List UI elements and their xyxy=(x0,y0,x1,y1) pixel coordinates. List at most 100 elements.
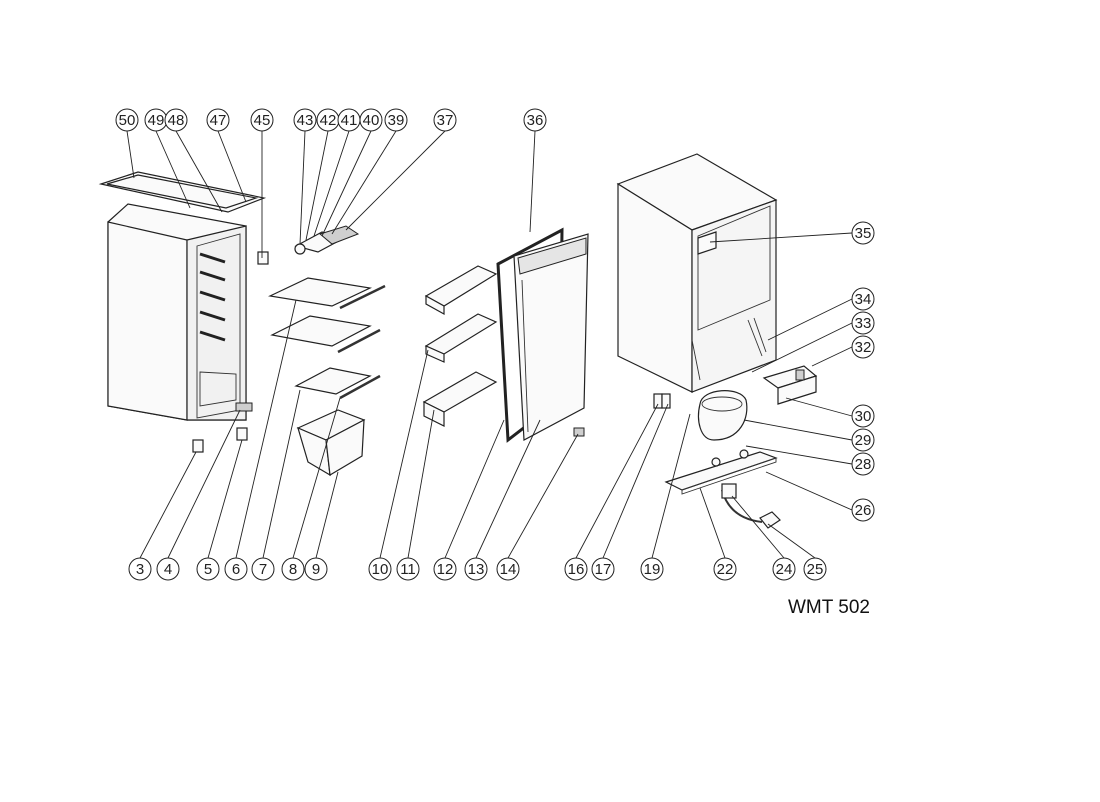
callout-circle xyxy=(803,557,827,581)
callout-circle xyxy=(851,404,875,428)
callout-number: 42 xyxy=(320,112,337,129)
callout-16: 16 xyxy=(564,557,588,581)
callout-number: 9 xyxy=(312,561,320,578)
power-cord xyxy=(721,483,781,529)
callout-14: 14 xyxy=(496,557,520,581)
callout-number: 36 xyxy=(527,112,544,129)
callout-35: 35 xyxy=(851,221,875,245)
callout-5: 5 xyxy=(196,557,220,581)
callout-13: 13 xyxy=(464,557,488,581)
callout-number: 11 xyxy=(400,561,416,578)
callout-circle xyxy=(496,557,520,581)
callout-12: 12 xyxy=(433,557,457,581)
callout-29: 29 xyxy=(851,428,875,452)
callout-number: 37 xyxy=(437,112,454,129)
callout-33: 33 xyxy=(851,311,875,335)
callout-circle xyxy=(523,108,547,132)
callout-22: 22 xyxy=(713,557,737,581)
callout-number: 48 xyxy=(168,112,185,129)
callout-7: 7 xyxy=(251,557,275,581)
callout-number: 16 xyxy=(568,561,585,578)
callout-circle xyxy=(156,557,180,581)
callout-49: 49 xyxy=(144,108,168,132)
callout-47: 47 xyxy=(206,108,230,132)
callout-circle xyxy=(713,557,737,581)
callout-number: 45 xyxy=(254,112,271,129)
callout-circle xyxy=(564,557,588,581)
callout-4: 4 xyxy=(156,557,180,581)
callout-number: 29 xyxy=(855,432,872,449)
callout-circle xyxy=(464,557,488,581)
callout-circle xyxy=(384,108,408,132)
callout-number: 8 xyxy=(289,561,297,578)
base-plate xyxy=(664,449,778,495)
callout-circle xyxy=(851,498,875,522)
callout-circle xyxy=(368,557,392,581)
callout-number: 10 xyxy=(372,561,389,578)
callout-circle xyxy=(772,557,796,581)
callout-39: 39 xyxy=(384,108,408,132)
thermostat-assembly xyxy=(257,225,360,265)
callout-25: 25 xyxy=(803,557,827,581)
callout-number: 24 xyxy=(776,561,793,578)
callout-19: 19 xyxy=(640,557,664,581)
callout-circle xyxy=(851,287,875,311)
callout-circle xyxy=(851,311,875,335)
callout-34: 34 xyxy=(851,287,875,311)
callout-number: 28 xyxy=(855,456,872,473)
callout-11: 11 xyxy=(396,557,420,581)
callout-number: 12 xyxy=(437,561,454,578)
callout-number: 32 xyxy=(855,339,872,356)
callout-number: 41 xyxy=(341,112,358,129)
callout-number: 43 xyxy=(297,112,314,129)
callout-circle xyxy=(164,108,188,132)
callout-circle xyxy=(304,557,328,581)
callout-number: 7 xyxy=(259,561,267,578)
callout-17: 17 xyxy=(591,557,615,581)
callout-circle xyxy=(433,557,457,581)
callout-9: 9 xyxy=(304,557,328,581)
callout-48: 48 xyxy=(164,108,188,132)
callout-number: 13 xyxy=(468,561,485,578)
compressor-bracket xyxy=(762,365,818,405)
callout-number: 39 xyxy=(388,112,405,129)
callout-6: 6 xyxy=(224,557,248,581)
callout-30: 30 xyxy=(851,404,875,428)
callout-circle xyxy=(851,452,875,476)
callout-number: 14 xyxy=(500,561,517,578)
callout-37: 37 xyxy=(433,108,457,132)
callout-circle xyxy=(851,221,875,245)
callout-number: 5 xyxy=(204,561,212,578)
callout-number: 26 xyxy=(855,502,872,519)
callout-36: 36 xyxy=(523,108,547,132)
callout-circle xyxy=(224,557,248,581)
callout-number: 47 xyxy=(210,112,227,129)
callout-45: 45 xyxy=(250,108,274,132)
callout-28: 28 xyxy=(851,452,875,476)
callout-number: 17 xyxy=(595,561,612,578)
glass-shelves xyxy=(267,277,386,400)
callout-circle xyxy=(115,108,139,132)
callout-circle xyxy=(591,557,615,581)
callout-26: 26 xyxy=(851,498,875,522)
callout-number: 19 xyxy=(644,561,661,578)
callout-number: 30 xyxy=(855,408,872,425)
callout-circle xyxy=(128,557,152,581)
callout-circle xyxy=(640,557,664,581)
callout-42: 42 xyxy=(316,108,340,132)
callout-circle xyxy=(251,557,275,581)
callout-circle xyxy=(396,557,420,581)
callout-circle xyxy=(250,108,274,132)
leader-lines xyxy=(126,130,853,559)
callout-number: 40 xyxy=(363,112,380,129)
callout-circle xyxy=(293,108,317,132)
cabinet-body xyxy=(98,171,267,453)
callout-number: 22 xyxy=(717,561,734,578)
callout-number: 3 xyxy=(136,561,144,578)
callout-circle xyxy=(851,335,875,359)
callout-number: 25 xyxy=(807,561,824,578)
model-label: WMT 502 xyxy=(788,597,871,618)
callout-32: 32 xyxy=(851,335,875,359)
callout-number: 34 xyxy=(855,291,872,308)
